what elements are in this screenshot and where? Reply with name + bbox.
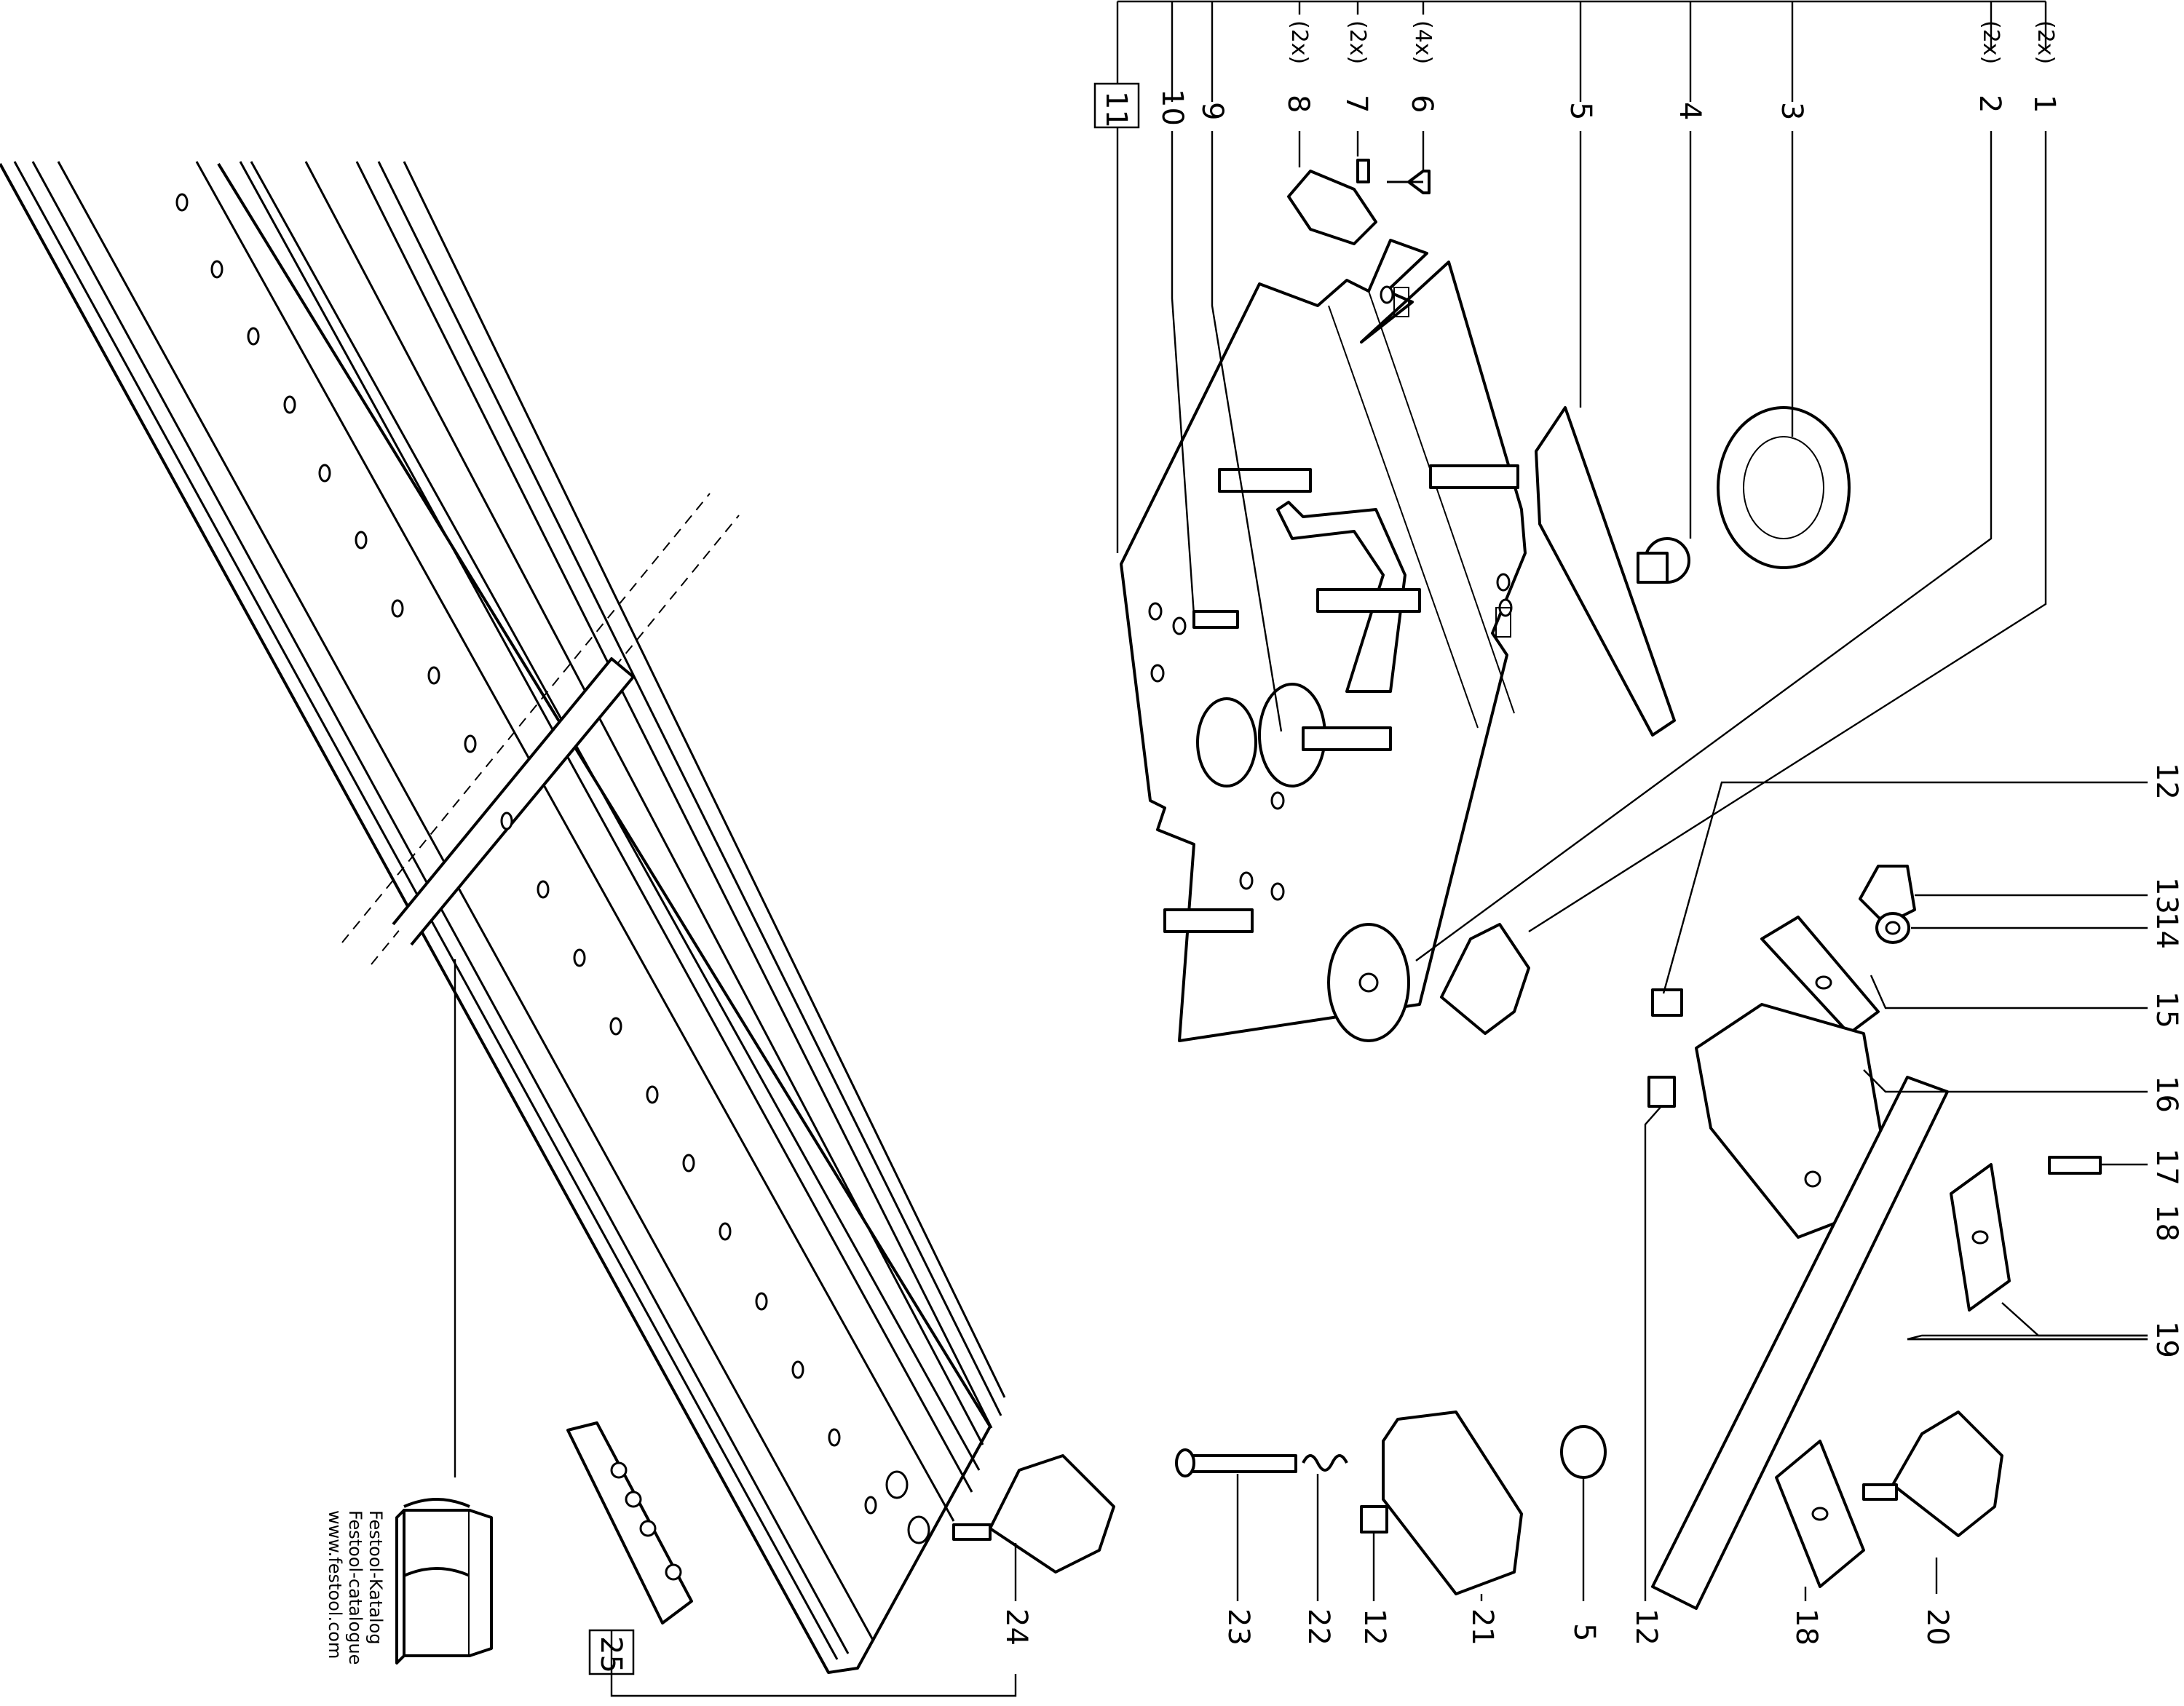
parts-right: [1647, 865, 2102, 1610]
callout-label-3: 3: [1775, 102, 1808, 120]
rail-holes: [175, 193, 930, 1544]
callout-label-24: 24: [1000, 1608, 1033, 1646]
callout-label-22: 22: [1302, 1608, 1335, 1646]
callout-count-2: (2x): [1978, 20, 2003, 64]
catalog-line-1: Festool-Katalog: [365, 1510, 386, 1645]
callout-label-18a: 18: [2150, 1205, 2183, 1242]
callout-label-2: 2: [1973, 95, 2006, 113]
parts-top-right: [1327, 406, 1851, 1042]
callout-count-6: (4x): [1410, 20, 1436, 64]
callout-count-1: (2x): [2033, 20, 2058, 64]
callout-label-6: 6: [1405, 95, 1439, 113]
catalog-line-3: www.festool.com: [325, 1510, 345, 1659]
callout-label-5: 5: [1564, 102, 1597, 120]
callout-label-25: 25: [594, 1636, 628, 1673]
parts-top-left: [1192, 159, 1431, 787]
callout-labels: (2x) 1 (2x) 2 3 4 5 (4x) 6 (2x) 7 (2x) 8…: [325, 20, 2183, 1675]
parts-bottom-middle: [566, 1411, 1607, 1624]
callout-box-11: [1093, 82, 1140, 129]
callout-label-4: 4: [1673, 102, 1706, 120]
callout-label-15: 15: [2150, 991, 2183, 1028]
callout-label-9: 9: [1195, 102, 1229, 120]
callout-label-11: 11: [1099, 91, 1133, 128]
callout-label-20: 20: [1920, 1608, 1954, 1646]
base-plate: [1120, 239, 1527, 1042]
callout-count-8: (2x): [1286, 20, 1312, 64]
catalog-book-icon: [395, 1498, 493, 1665]
callout-label-1: 1: [2027, 95, 2061, 113]
callout-label-10: 10: [1155, 89, 1189, 126]
callout-label-7: 7: [1340, 95, 1373, 113]
callout-label-23: 23: [1222, 1608, 1255, 1646]
callout-label-19: 19: [2150, 1321, 2183, 1358]
callout-label-14: 14: [2150, 912, 2183, 949]
callout-label-21: 21: [1465, 1608, 1499, 1646]
callout-label-8: 8: [1281, 95, 1315, 113]
callout-label-17: 17: [2150, 1148, 2183, 1186]
callout-label-5b: 5: [1567, 1623, 1601, 1641]
callout-label-16: 16: [2150, 1076, 2183, 1113]
callout-label-12a: 12: [2150, 763, 2183, 800]
catalog-line-2: Festool-catalogue: [345, 1510, 365, 1665]
callout-label-13: 13: [2150, 877, 2183, 914]
callout-label-18b: 18: [1789, 1608, 1823, 1646]
callout-label-12c: 12: [1358, 1608, 1391, 1646]
callout-label-12b: 12: [1629, 1608, 1663, 1646]
leader-lines: [454, 0, 2148, 1697]
callout-box-25: [588, 1629, 635, 1675]
callout-count-7: (2x): [1345, 20, 1370, 64]
guide-rail: [0, 161, 1006, 1674]
